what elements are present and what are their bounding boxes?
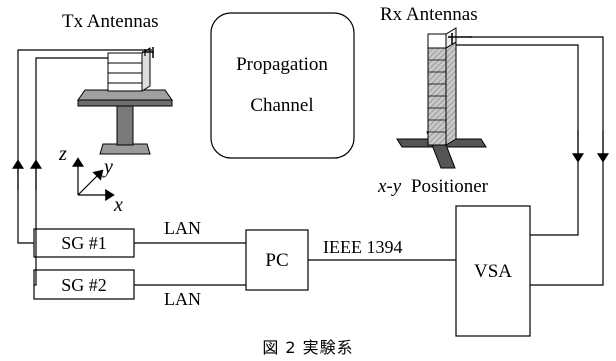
- positioner-label: x-y Positioner: [377, 176, 489, 197]
- axis-z-label: z: [58, 143, 67, 165]
- figure-caption: 図 2 実験系: [262, 338, 353, 357]
- lan-top-label: LAN: [164, 218, 201, 238]
- positioner-word: Positioner: [411, 176, 489, 197]
- tx-antennas-label: Tx Antennas: [62, 11, 159, 32]
- sg1-box: [33, 228, 135, 258]
- pc-label: PC: [265, 250, 288, 271]
- sg2-box: [33, 269, 135, 300]
- pc-box: [245, 229, 309, 291]
- ieee-1394-label: IEEE 1394: [323, 237, 402, 257]
- vsa-box: [455, 205, 531, 337]
- axis-x-label: x: [113, 194, 123, 216]
- sg2-label: SG #2: [61, 275, 107, 295]
- positioner-xy: x-y: [377, 176, 402, 197]
- connections: [12, 36, 609, 286]
- vsa-label: VSA: [474, 261, 512, 282]
- rx-antennas-label: Rx Antennas: [380, 4, 478, 25]
- axis-y-label: y: [102, 156, 113, 178]
- rx-antenna-positioner: [396, 27, 487, 169]
- channel-label: Channel: [250, 95, 313, 116]
- coordinate-axes: [72, 157, 115, 201]
- propagation-channel-box: [210, 12, 355, 159]
- lan-bottom-label: LAN: [164, 289, 201, 309]
- tx-antenna-stand: [77, 47, 173, 155]
- sg1-label: SG #1: [61, 233, 107, 253]
- propagation-label: Propagation: [236, 54, 328, 75]
